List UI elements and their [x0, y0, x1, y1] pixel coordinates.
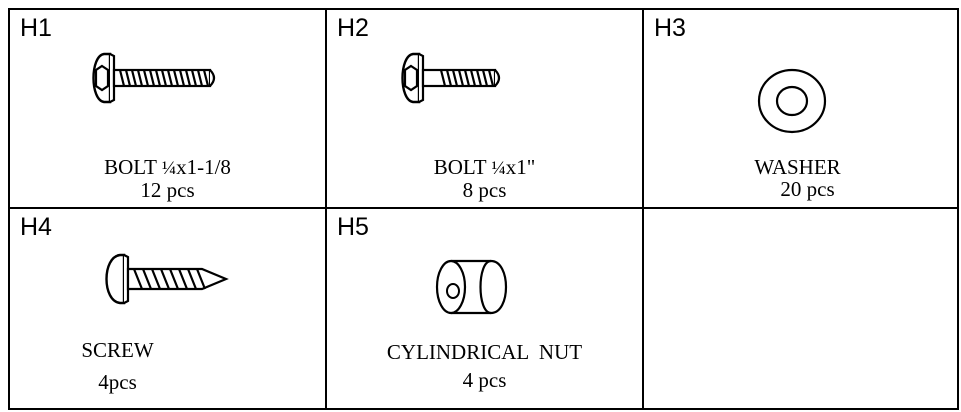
part-quantity: 4pcs [98, 370, 137, 395]
short-hex-bolt-icon [401, 52, 501, 104]
part-quantity: 4 pcs [462, 368, 507, 393]
part-cell-h3: H3 WASHER 20 pcs [644, 10, 957, 209]
part-cell-h5: H5 CYLINDRICAL NUT 4 pcs [327, 209, 644, 408]
cylindrical-nut-icon [435, 259, 508, 315]
empty-cell [644, 209, 957, 408]
washer-icon [757, 68, 827, 134]
part-label: BOLT ¼x1" 8 pcs [327, 156, 642, 201]
part-code: H1 [20, 14, 52, 42]
part-name: BOLT ¼x1-1/8 [104, 155, 231, 179]
part-label: WASHER 20 pcs [644, 156, 957, 200]
part-code: H2 [337, 14, 369, 42]
part-cell-h2: H2 BOLT ¼x1" 8 pcs [327, 10, 644, 209]
part-label: CYLINDRICAL NUT 4 pcs [327, 341, 642, 391]
part-name: SCREW [81, 338, 154, 362]
long-hex-bolt-icon [92, 52, 216, 104]
screw-icon [105, 253, 229, 305]
part-name: CYLINDRICAL NUT [386, 340, 583, 364]
part-code: H4 [20, 213, 52, 241]
part-code: H3 [654, 14, 686, 42]
part-label: BOLT ¼x1-1/8 12 pcs [10, 156, 325, 201]
part-code: H5 [337, 213, 369, 241]
part-quantity: 12 pcs [140, 177, 195, 202]
part-cell-h1: H1 BOLT ¼x1-1/8 12 pcs [10, 10, 327, 209]
part-name: BOLT ¼x1" [433, 155, 536, 179]
part-name: WASHER [754, 155, 841, 179]
part-label: SCREW 4pcs [10, 339, 325, 393]
part-cell-h4: H4 SCREW 4pcs [10, 209, 327, 408]
part-quantity: 8 pcs [462, 177, 507, 202]
part-quantity: 20 pcs [780, 177, 835, 202]
hardware-parts-table: H1 BOLT ¼x1-1/8 12 pcs H2 [8, 8, 959, 410]
